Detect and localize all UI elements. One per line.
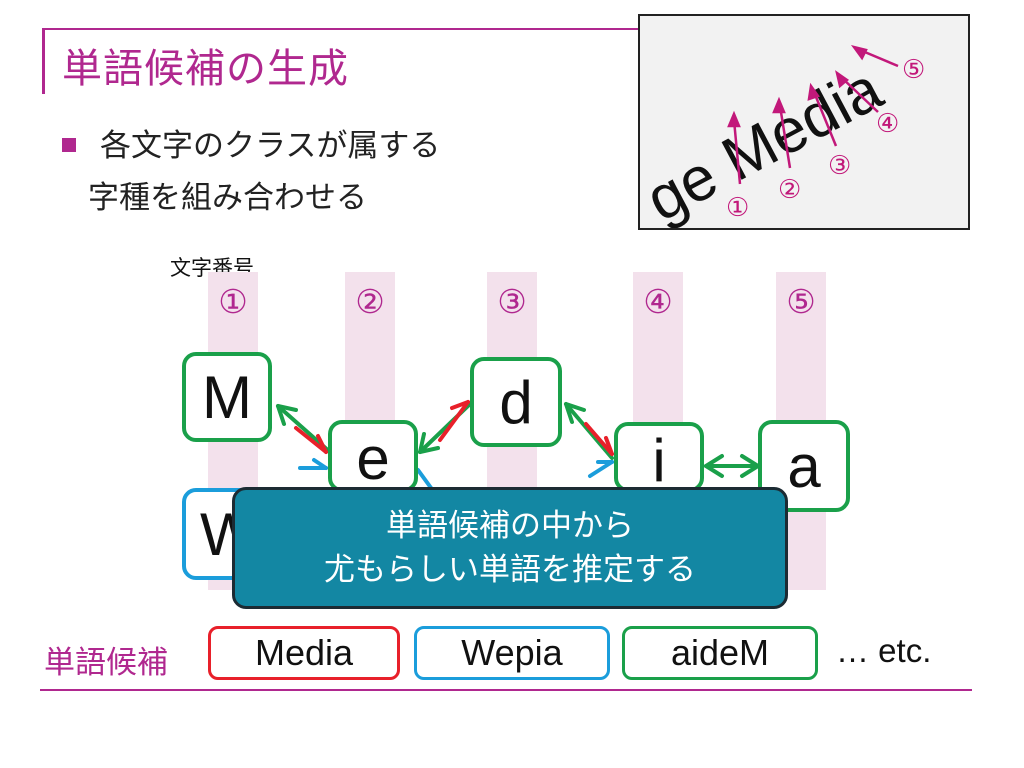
title-accent-bar bbox=[42, 28, 45, 94]
red-arrow-M-to-e bbox=[294, 426, 328, 454]
letter-e: e bbox=[356, 425, 390, 492]
red-arrow-d-to-i bbox=[584, 422, 614, 456]
footer-rule bbox=[40, 689, 972, 691]
callout-line-2: 尤もらしい単語を推定する bbox=[324, 552, 696, 588]
red-arrow-e-to-d bbox=[438, 400, 470, 442]
letter-box-M: M bbox=[182, 352, 272, 442]
inset-marker-3: ③ bbox=[828, 151, 851, 181]
column-number-2: ② bbox=[355, 282, 385, 321]
callout-box: 単語候補の中から 尤もらしい単語を推定する bbox=[232, 487, 788, 609]
etc-text: … etc. bbox=[836, 632, 932, 669]
bullet-square-icon bbox=[62, 138, 76, 152]
candidate-wepia: Wepia bbox=[414, 626, 610, 680]
letter-i: i bbox=[652, 427, 666, 494]
bullet-line-2: 字種を組み合わせる bbox=[88, 180, 367, 216]
column-number-5: ⑤ bbox=[786, 282, 816, 321]
column-number-3: ③ bbox=[497, 282, 527, 321]
callout-line-1: 単語候補の中から bbox=[386, 508, 634, 544]
candidate-aidem: aideM bbox=[622, 626, 818, 680]
candidates-label: 単語候補 bbox=[44, 645, 168, 681]
inset-image: ge Media ① ② ③ ④ ⑤ bbox=[638, 14, 970, 230]
letter-d: d bbox=[499, 368, 533, 436]
column-number-4: ④ bbox=[643, 282, 673, 321]
letter-a: a bbox=[787, 432, 821, 500]
bullet-line-1: 各文字のクラスが属する bbox=[100, 128, 441, 164]
bullet-text: 各文字のクラスが属する 字種を組み合わせる bbox=[88, 120, 441, 224]
inset-marker-2: ② bbox=[778, 175, 801, 205]
candidate-media: Media bbox=[208, 626, 400, 680]
letter-box-i: i bbox=[614, 422, 704, 494]
inset-marker-1: ① bbox=[726, 193, 749, 223]
inset-marker-5: ⑤ bbox=[902, 55, 925, 85]
title-rule bbox=[42, 28, 642, 30]
inset-marker-4: ④ bbox=[876, 109, 899, 139]
column-number-1: ① bbox=[218, 282, 248, 321]
letter-box-d: d bbox=[470, 357, 562, 447]
slide-title: 単語候補の生成 bbox=[62, 46, 349, 92]
green-arrow-i-to-d bbox=[564, 402, 614, 460]
letter-M: M bbox=[202, 363, 252, 431]
letter-box-e: e bbox=[328, 420, 418, 492]
blue-arrow-p-to-i bbox=[588, 460, 614, 478]
